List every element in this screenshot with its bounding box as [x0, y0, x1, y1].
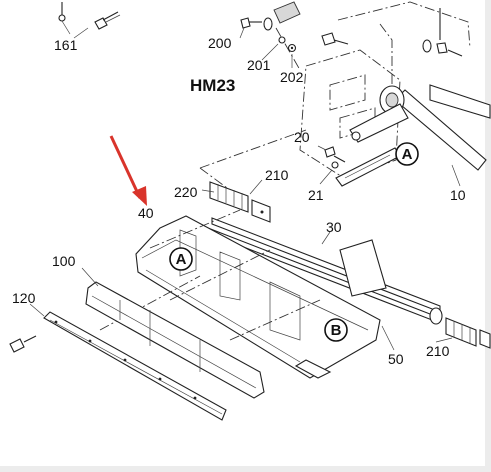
- screw-161: [58, 2, 121, 35]
- marker-a-top: A: [395, 142, 419, 166]
- callout-21: 21: [308, 187, 324, 203]
- marker-a-cover-text: A: [176, 251, 187, 268]
- callout-201: 201: [247, 57, 271, 73]
- callout-161: 161: [54, 37, 78, 53]
- callout-40: 40: [138, 205, 154, 221]
- callout-50: 50: [388, 351, 404, 367]
- marker-b-cover: B: [324, 318, 348, 342]
- shaft-10: [349, 84, 491, 171]
- right-screws: [321, 8, 463, 57]
- bracket-20: [324, 146, 401, 187]
- marker-a-top-text: A: [402, 146, 413, 163]
- marker-b-cover-text: B: [331, 322, 342, 339]
- lower-right-bracket: [294, 359, 332, 379]
- callout-30: 30: [326, 219, 342, 235]
- marker-a-cover: A: [169, 247, 193, 271]
- gear-220: [209, 181, 271, 223]
- leader-lines: [29, 27, 461, 351]
- guide-100: [85, 281, 265, 399]
- callout-200: 200: [208, 35, 232, 51]
- model-label: HM23: [190, 76, 235, 95]
- callout-220: 220: [174, 184, 198, 200]
- callout-210-bottom: 210: [426, 343, 450, 359]
- callout-202: 202: [280, 69, 304, 85]
- red-arrow: [109, 135, 147, 206]
- rod-30: [207, 217, 491, 349]
- callout-20: 20: [294, 129, 310, 145]
- callout-120: 120: [12, 290, 36, 306]
- callout-10: 10: [450, 187, 466, 203]
- callout-100: 100: [52, 253, 76, 269]
- cover-40: [99, 209, 381, 379]
- strip-120: [9, 311, 227, 421]
- screw-200-group: [240, 1, 301, 71]
- callout-210-top: 210: [265, 167, 289, 183]
